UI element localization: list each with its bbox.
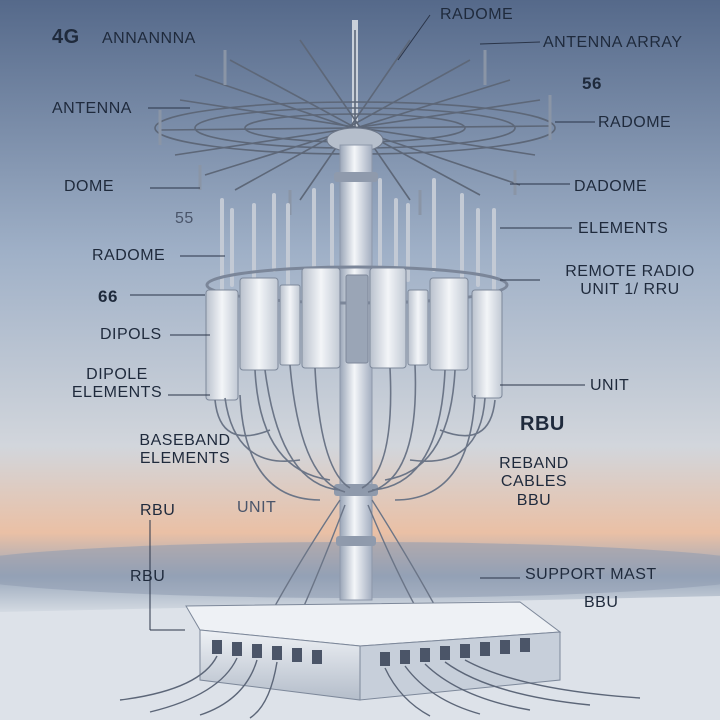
label-reband-cables-bbu: REBAND CABLES BBU [484,455,584,510]
leader-lines [130,14,595,631]
base-cables [119,655,641,719]
mast-clamp-lower [334,484,378,496]
label-remote-radio-unit: REMOTE RADIO UNIT 1/ RRU [540,263,720,300]
mast-clamp-base [336,536,376,546]
label-5g-mid: 55 [175,210,194,227]
mast-clamp-upper [334,172,378,182]
label-dipole-line1: DIPOLE [86,366,148,383]
label-radome-top: RADOME [440,6,514,23]
support-mast [339,144,373,601]
label-reband-line2: CABLES [500,473,568,491]
label-antenna: ANTENNA [52,100,132,117]
label-rbu-lower-left: RBU [130,568,166,585]
label-rbu-left: RBU [140,502,176,519]
label-dadome: DADOME [574,178,648,195]
label-4g: 4G [52,26,80,48]
feeder-cables [214,364,496,501]
label-bbu-bottom: BBU [584,594,619,611]
label-elements: ELEMENTS [578,220,669,237]
label-rbu-right: RBU [520,413,565,435]
label-dipole-elements: DIPOLE ELEMENTS [64,366,170,403]
label-baseband-elements: BASEBAND ELEMENTS [130,432,240,469]
label-dome: DOME [64,178,114,195]
label-antennna: ANNANNNA [102,30,196,47]
label-radome-right: RADOME [598,114,672,131]
label-radome-left: RADOME [92,247,166,264]
label-support-mast: SUPPORT MAST [525,566,657,583]
label-reband-line1: REBAND [499,455,569,472]
label-baseband-line1: BASEBAND [139,432,231,449]
array-element-rods [158,50,552,215]
label-dipole-line2: ELEMENTS [71,384,163,402]
remote-radio-units [205,267,503,401]
label-antenna-array: ANTENNA ARRAY [543,34,683,51]
dipole-whips [220,178,496,292]
label-6g: 66 [98,287,118,306]
label-unit-right: UNIT [590,377,630,394]
label-5g-top: 56 [582,74,602,93]
label-dipols: DIPOLS [100,326,162,343]
label-unit-mid: UNIT [237,499,277,516]
label-rru-line1: REMOTE RADIO [565,263,695,280]
label-rru-line2: UNIT 1/ RRU [580,281,680,299]
label-reband-line3: BBU [516,491,552,509]
label-baseband-line2: ELEMENTS [139,450,231,468]
bbu-ports [212,638,530,666]
